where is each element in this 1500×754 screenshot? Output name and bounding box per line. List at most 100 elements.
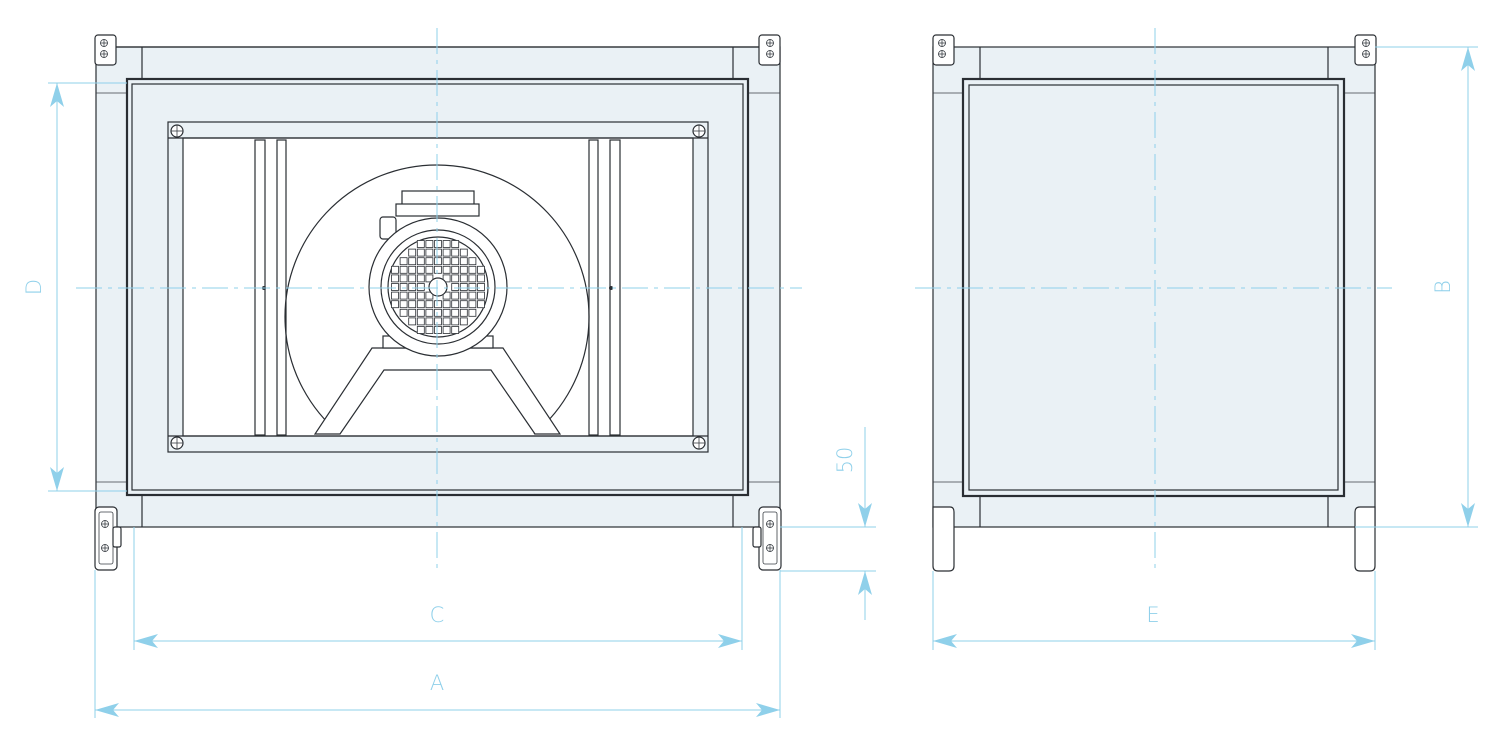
- grille-slot: [399, 283, 408, 291]
- front-top-left-bracket: [94, 34, 117, 66]
- grille-slot: [459, 291, 468, 300]
- grille-slot: [408, 248, 417, 257]
- plate-screw-tl: [170, 124, 184, 138]
- grille-slot: [459, 308, 468, 317]
- grille-slot: [468, 257, 477, 266]
- grille-slot: [399, 274, 408, 283]
- grille-slot: [434, 240, 442, 248]
- grille-slot: [459, 248, 468, 257]
- grille-slot: [416, 257, 425, 266]
- grille-slot: [434, 326, 442, 334]
- grille-slot: [468, 283, 477, 291]
- grille-slot: [425, 240, 434, 248]
- grille-slot: [408, 257, 417, 266]
- side-view: [915, 28, 1392, 572]
- front-left-foot: [94, 506, 122, 571]
- grille-slot: [416, 265, 425, 274]
- side-top-left-bracket: [932, 34, 955, 66]
- dimension-a: A: [94, 570, 781, 718]
- grille-slot: [425, 248, 434, 257]
- grille-slot: [399, 300, 408, 309]
- dimension-c-label: C: [430, 603, 445, 627]
- grille-slot: [425, 291, 434, 300]
- dimension-50-label: 50: [833, 447, 857, 474]
- grille-slot: [399, 265, 408, 274]
- grille-slot: [408, 291, 417, 300]
- grille-slot: [425, 265, 434, 274]
- grille-slot: [425, 317, 434, 326]
- dimension-a-label: A: [430, 671, 444, 695]
- dimension-b: B: [1355, 46, 1478, 528]
- dimension-d: D: [22, 82, 127, 492]
- dimension-c: C: [133, 527, 743, 650]
- grille-slot: [399, 308, 408, 317]
- grille-slot: [451, 248, 460, 257]
- grille-slot: [451, 274, 460, 283]
- grille-slot: [442, 257, 451, 266]
- grille-slot: [391, 265, 399, 274]
- dimension-50: 50: [780, 427, 876, 620]
- grille-slot: [416, 308, 425, 317]
- grille-slot: [477, 265, 485, 274]
- dimension-e: E: [932, 571, 1376, 650]
- grille-slot: [459, 265, 468, 274]
- grille-slot: [408, 265, 417, 274]
- grille-slot: [416, 291, 425, 300]
- grille-slot: [434, 300, 442, 309]
- grille-slot: [459, 257, 468, 266]
- grille-slot: [416, 274, 425, 283]
- grille-slot: [408, 308, 417, 317]
- grille-slot: [442, 300, 451, 309]
- grille-slot: [451, 265, 460, 274]
- grille-slot: [408, 300, 417, 309]
- grille-slot: [399, 291, 408, 300]
- grille-slot: [391, 283, 399, 291]
- grille-slot: [416, 240, 425, 248]
- plate-screw-bl: [170, 436, 184, 450]
- grille-slot: [468, 274, 477, 283]
- grille-slot: [408, 274, 417, 283]
- grille-slot: [459, 274, 468, 283]
- grille-slot: [459, 300, 468, 309]
- grille-slot: [399, 257, 408, 266]
- grille-slot: [416, 317, 425, 326]
- grille-slot: [425, 326, 434, 334]
- grille-slot: [477, 300, 485, 309]
- grille-slot: [477, 291, 485, 300]
- grille-slot: [416, 300, 425, 309]
- grille-slot: [442, 265, 451, 274]
- grille-slot: [451, 283, 460, 291]
- grille-slot: [442, 326, 451, 334]
- grille-slot: [434, 317, 442, 326]
- grille-slot: [442, 308, 451, 317]
- motor-shaft: [428, 277, 448, 297]
- grille-slot: [434, 265, 442, 274]
- grille-slot: [416, 283, 425, 291]
- side-left-foot: [932, 506, 955, 572]
- grille-slot: [442, 248, 451, 257]
- grille-slot: [442, 240, 451, 248]
- grille-slot: [468, 308, 477, 317]
- grille-slot: [425, 308, 434, 317]
- grille-slot: [425, 257, 434, 266]
- grille-slot: [434, 308, 442, 317]
- grille-slot: [477, 274, 485, 283]
- grille-slot: [442, 291, 451, 300]
- front-right-foot: [752, 506, 782, 571]
- side-right-foot: [1354, 506, 1376, 572]
- front-view: [76, 28, 802, 571]
- grille-slot: [468, 300, 477, 309]
- grille-slot: [425, 300, 434, 309]
- grille-slot: [451, 308, 460, 317]
- grille-slot: [451, 326, 460, 334]
- grille-slot: [451, 240, 460, 248]
- grille-slot: [459, 283, 468, 291]
- grille-slot: [408, 283, 417, 291]
- grille-slot: [451, 317, 460, 326]
- grille-slot: [425, 274, 434, 283]
- grille-slot: [391, 274, 399, 283]
- grille-slot: [416, 326, 425, 334]
- grille-slot: [391, 300, 399, 309]
- grille-slot: [434, 248, 442, 257]
